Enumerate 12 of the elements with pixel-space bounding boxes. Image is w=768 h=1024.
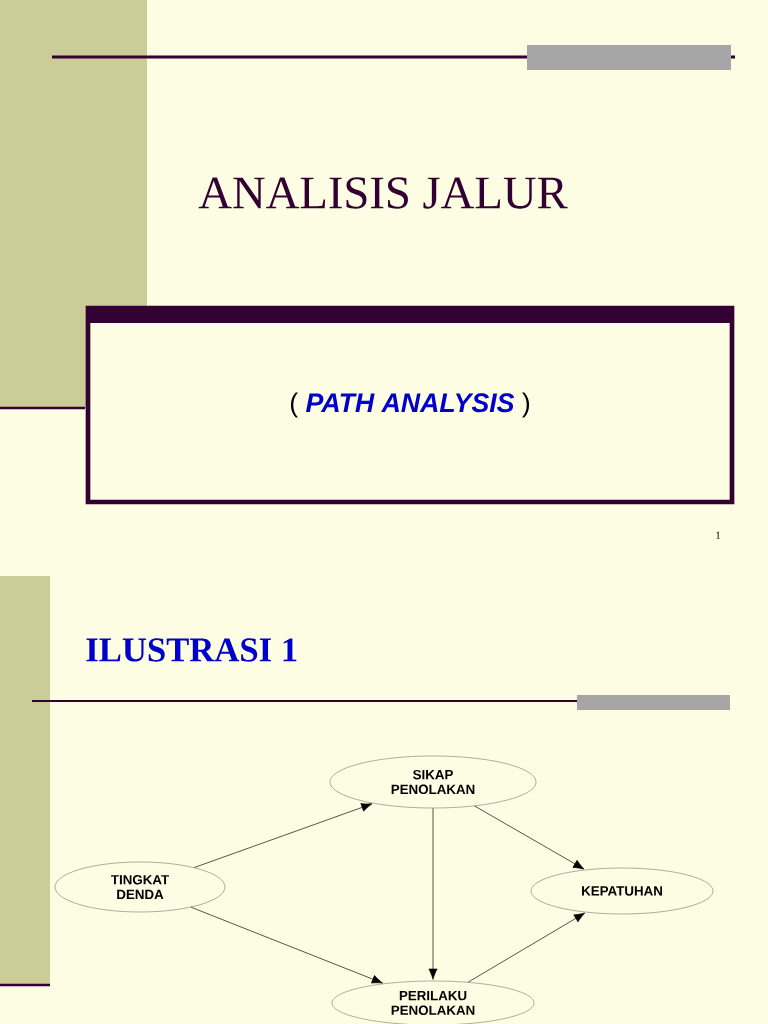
subtitle-box: ( PATH ANALYSIS ) [85, 305, 735, 505]
arrow [190, 906, 383, 984]
ellipse-node: KEPATUHAN [530, 867, 714, 915]
page-number: 1 [716, 531, 720, 539]
slide-title: ANALISIS JALUR [198, 177, 568, 209]
ellipse-node: TINGKAT DENDA [54, 861, 226, 913]
arrow [194, 803, 373, 868]
ellipse-node: SIKAP PENOLAKAN [329, 755, 537, 809]
arrow [474, 805, 585, 870]
arrow [467, 912, 586, 983]
slide-title: ILUSTRASI 1 [86, 638, 297, 662]
arrow [428, 807, 438, 980]
